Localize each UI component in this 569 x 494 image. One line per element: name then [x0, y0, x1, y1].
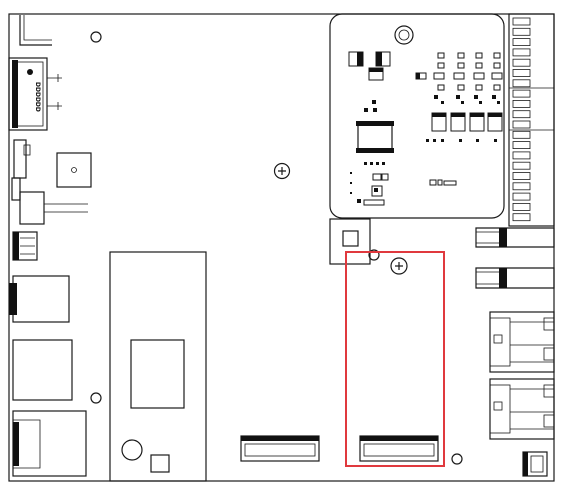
usb-a-port-top — [489, 311, 555, 373]
daughter-board-passives — [350, 162, 457, 206]
header-pin — [512, 38, 531, 46]
header-pin — [512, 17, 531, 26]
side-button-bottom — [475, 267, 555, 289]
power-logo-text: DDDDDD — [34, 82, 41, 112]
ethernet-port — [12, 410, 87, 477]
soc-module — [109, 251, 207, 482]
mounting-hole-top-left — [90, 31, 102, 43]
daughter-board — [329, 13, 505, 219]
soc-pad — [150, 454, 170, 473]
header-pin — [512, 27, 531, 36]
center-screw-icon — [273, 162, 291, 180]
header-pin — [512, 69, 531, 77]
header-pin — [512, 79, 531, 88]
header-pin — [512, 120, 531, 129]
soc-mounting-hole — [121, 439, 143, 461]
daughter-board-hole — [394, 25, 414, 45]
header-pin — [512, 100, 531, 108]
mounting-hole-center — [368, 249, 380, 261]
side-connector-2 — [19, 191, 45, 225]
buzzer — [56, 152, 92, 188]
fpc-connector-left — [240, 435, 320, 462]
daughter-board-components — [415, 52, 503, 104]
jst-connector — [522, 451, 548, 477]
header-pin — [512, 130, 531, 139]
header-pin — [512, 58, 531, 67]
small-module — [329, 218, 371, 265]
header-pin — [512, 161, 531, 170]
usb-c-connector — [9, 275, 70, 323]
hdmi-connector — [12, 339, 73, 401]
header-pin — [512, 182, 531, 191]
fpc-connector-right — [359, 435, 439, 462]
power-connector: DDDDDD — [8, 57, 62, 131]
m2-screw-icon — [390, 257, 408, 275]
side-button-top — [475, 227, 555, 248]
header-pin — [512, 110, 531, 119]
micro-usb-connector — [12, 231, 38, 261]
header-pin — [512, 192, 531, 201]
m2-slot-highlight — [345, 251, 445, 467]
header-pin — [512, 48, 531, 57]
board-outline — [8, 13, 555, 482]
header-pin — [512, 151, 531, 160]
gpio-header — [508, 13, 555, 227]
usb-a-port-bottom — [489, 378, 555, 440]
mosfet-row — [426, 112, 503, 142]
header-pin — [512, 89, 531, 98]
antenna-bracket — [19, 15, 52, 46]
mounting-hole-bottom-left — [90, 392, 102, 404]
daughter-board-ic — [356, 100, 394, 153]
header-pin — [512, 213, 531, 222]
header-pin — [512, 172, 531, 180]
mounting-hole-bottom-right — [451, 453, 463, 465]
soc-chip — [130, 339, 185, 409]
header-pin — [512, 202, 531, 211]
header-pin — [512, 141, 531, 150]
